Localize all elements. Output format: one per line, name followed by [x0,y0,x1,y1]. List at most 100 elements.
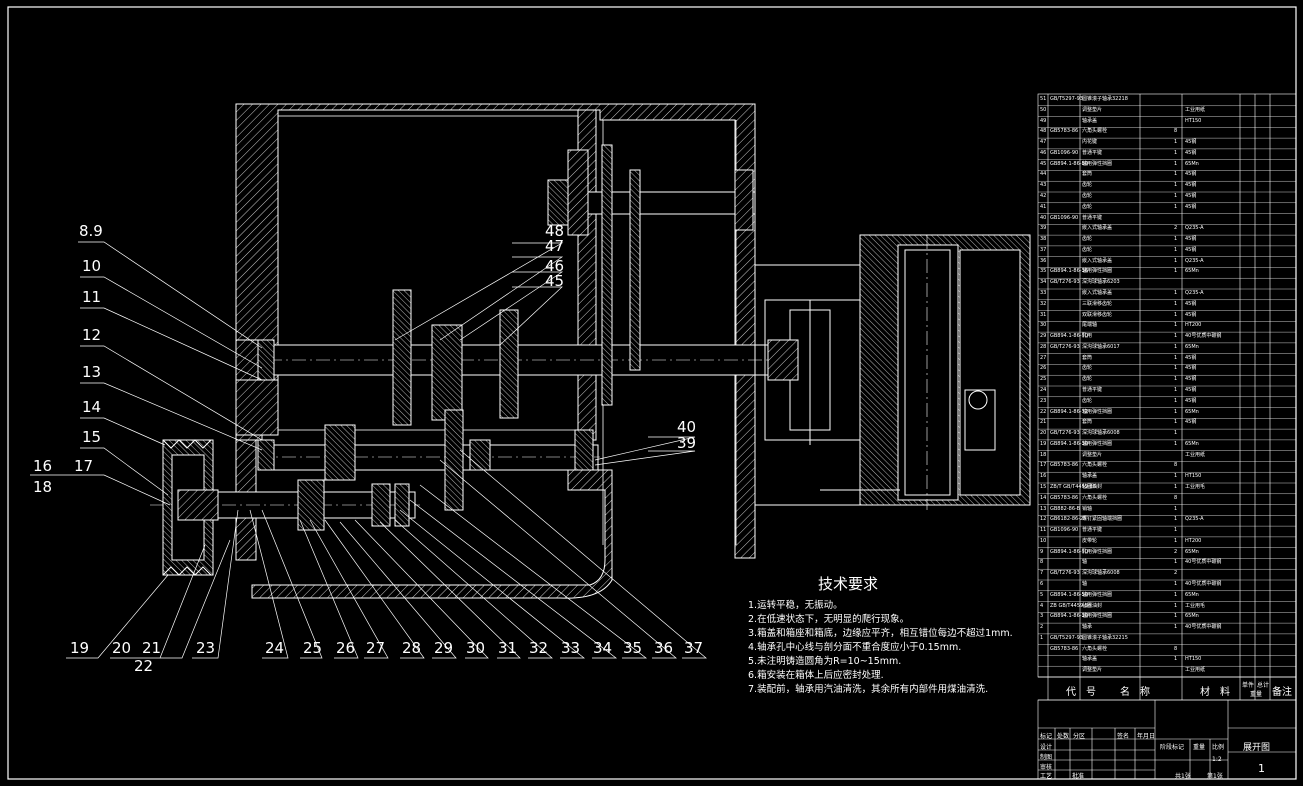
bom-header-weight: 重量 [1250,691,1263,698]
bom-cell-code: GB/T276-93 [1050,430,1080,437]
bom-cell-qty: 1 [1174,311,1178,318]
bom-cell-mat: 40号优质中碳钢 [1185,624,1222,631]
callout-47: 47 [545,237,565,255]
bom-cell-qty: 1 [1174,613,1178,620]
bom-cell-name: 齿轮 [1082,203,1093,210]
bom-cell-name: 普通平键 [1082,527,1103,534]
bom-cell-no: 35 [1040,268,1047,275]
bom-cell-name: 毡圈油封 [1082,484,1103,490]
bom-cell-mat: 45钢 [1185,139,1197,146]
bom-cell-code: GB/T276-93 [1050,279,1080,286]
bom-cell-name: 圆锥滚子轴承32215 [1082,634,1128,641]
upper-bearing [567,149,754,236]
bom-cell-name: 齿轮 [1082,193,1093,199]
bom-header-name: 名 称 [1120,687,1150,698]
tech-item: 6.箱安装在箱体上后应密封处理. [748,670,884,681]
bom-cell-no: 26 [1040,365,1047,372]
bom-cell-qty: 1 [1174,365,1178,372]
bom-cell-mat: 45钢 [1185,149,1197,156]
bom-cell-no: 29 [1040,333,1047,340]
bom-cell-code: GB894.1-86-50 [1050,548,1088,555]
bom-cell-qty: 1 [1174,171,1178,178]
callout-45: 45 [545,272,565,290]
bom-cell-no: 8 [1040,559,1044,566]
bom-cell-qty: 1 [1174,527,1178,534]
bom-cell-no: 39 [1040,225,1047,232]
bom-cell-name: 齿轮 [1082,182,1093,189]
bom-cell-qty: 1 [1174,322,1178,329]
title-label-count: 处数 [1057,733,1070,740]
bom-cell-no: 4 [1040,602,1044,609]
bom-cell-qty: 1 [1174,182,1178,189]
technical-requirements: 技术要求 1.运转平稳，无振动。 2.在低速状态下，无明显的爬行现象。 3.箱盖… [748,573,1038,695]
bom-header-unit: 单件 [1242,682,1255,689]
shafts [150,191,790,519]
bom-cell-mat: 45钢 [1185,203,1197,210]
title-label-process: 工艺 [1040,773,1053,780]
bom-cell-name: 齿轮 [1082,236,1093,243]
bom-cell-mat: 工业用纸 [1185,451,1206,458]
bom-cell-mat: 40号优质中碳钢 [1185,559,1222,566]
bom-cell-mat: 45钢 [1185,193,1197,199]
bom-cell-qty: 1 [1174,624,1178,631]
bom-cell-mat: 40号优质中碳钢 [1185,581,1222,587]
bom-cell-code: GB/T276-93 [1050,570,1080,577]
callout-8-9: 8.9 [79,222,103,240]
callout-22: 22 [134,657,154,675]
bom-cell-no: 43 [1040,182,1047,189]
bom-cell-qty: 1 [1174,440,1178,447]
callout-10: 10 [82,257,102,275]
bom-cell-code: GB894.1-86-50 [1050,333,1088,340]
bom-cell-name: 深沟球轴承6008 [1082,430,1120,437]
callout-26: 26 [336,639,356,657]
bom-cell-no: 40 [1040,214,1047,221]
bom-cell-no: 24 [1040,387,1047,393]
callout-16: 16 [33,457,53,475]
bom-cell-mat: 45钢 [1185,300,1197,307]
bom-cell-no: 17 [1040,462,1047,469]
bom-cell-name: 双联滑移齿轮 [1082,311,1113,318]
callout-31: 31 [498,639,518,657]
bom-cell-code: GB6182-86-25 [1050,516,1087,523]
bom-cell-code: ZB/T GB/T4459.88 [1050,484,1096,490]
bom-cell-no: 2 [1040,624,1044,631]
bom-cell-name: 孔用 [1082,333,1093,340]
bom-cell-qty: 1 [1174,257,1178,264]
bom-cell-code: GB/T276-93 [1050,343,1080,350]
bom-cell-qty: 1 [1174,602,1178,609]
bom-cell-qty: 1 [1174,419,1178,426]
bom-cell-no: 42 [1040,193,1047,199]
bom-cell-name: 嵌入式轴承盖 [1082,257,1113,264]
bom-cell-no: 33 [1040,290,1047,296]
bom-cell-name: 销轴 [1082,505,1093,512]
bom-cell-name: 齿轮 [1082,365,1093,372]
bom-cell-mat: 65Mn [1185,548,1199,555]
bom-cell-qty: 8 [1174,462,1178,469]
bom-cell-no: 51 [1040,96,1047,102]
bom-cell-mat: 65Mn [1185,613,1199,620]
bom-cell-qty: 1 [1174,149,1178,156]
bom-cell-no: 16 [1040,473,1047,480]
bom-cell-mat: Q235-A [1185,257,1204,264]
bom-cell-qty: 1 [1174,581,1178,587]
title-label-review: 审核 [1040,764,1053,771]
bom-cell-name: 轴用弹性挡圈 [1082,160,1113,167]
bom-cell-code: GB894.1-86-50 [1050,591,1088,598]
callout-27: 27 [366,639,386,657]
bom-cell-no: 22 [1040,408,1047,415]
bom-cell-qty: 1 [1174,376,1178,383]
bom-cell-mat: 65Mn [1185,591,1199,598]
callout-28: 28 [402,639,422,657]
bom-cell-name: 轴用弹性挡圈 [1082,613,1113,620]
bom-cell-name: 深沟球轴承6008 [1082,570,1120,577]
bom-cell-code: GB5783-86 [1050,494,1079,501]
callout-32: 32 [529,639,549,657]
callout-34: 34 [593,639,613,657]
bom-cell-qty: 2 [1174,225,1178,232]
bom-cell-qty: 1 [1174,387,1178,393]
bom-cell-qty: 8 [1174,128,1178,135]
bom-cell-name: 齿轮 [1082,376,1093,383]
bom-cell-mat: 工业用毛 [1185,602,1206,609]
bom-cell-no: 44 [1040,171,1047,178]
bom-cell-qty: 1 [1174,656,1178,663]
